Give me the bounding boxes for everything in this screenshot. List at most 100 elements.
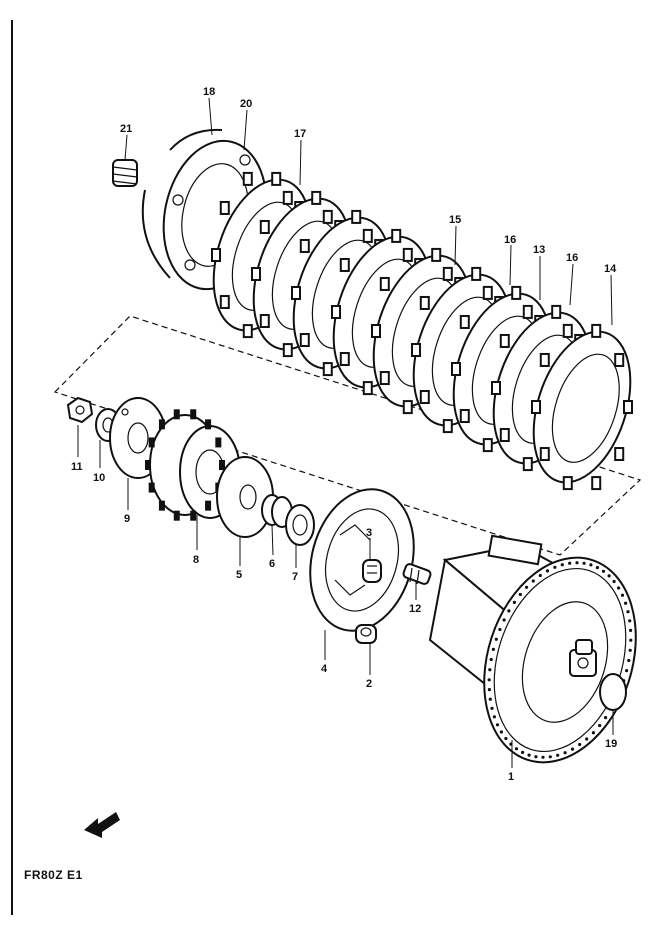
plate-tab: [251, 267, 261, 281]
part-12-pin: [402, 563, 432, 585]
gear-tooth: [591, 731, 596, 735]
part-5-washer: [216, 456, 274, 538]
label-15: 15: [449, 214, 461, 226]
label-12: 12: [409, 603, 421, 615]
gear-tooth: [595, 566, 600, 570]
plate-tab: [539, 447, 550, 462]
label-4: 4: [321, 663, 328, 675]
plate-tab: [499, 333, 510, 348]
hub-tooth: [219, 460, 225, 470]
part-labels: 18 20 17 21 15 16 13 16 14 11 10 9 8 5 6…: [71, 86, 617, 783]
gear-tooth: [553, 565, 557, 569]
plate-tab: [322, 362, 333, 377]
diagram-code: FR80Z E1: [24, 868, 83, 882]
gear-tooth: [538, 573, 542, 578]
plate-tab: [339, 352, 350, 367]
gear-tooth: [563, 751, 567, 755]
plate-tab: [562, 476, 573, 491]
plate-tab: [522, 457, 533, 472]
label-21: 21: [120, 123, 132, 135]
gear-tooth: [514, 747, 519, 751]
plate-tab: [362, 228, 373, 243]
gear-tooth: [601, 569, 606, 573]
hub-tooth: [190, 510, 197, 521]
gear-tooth: [568, 561, 572, 565]
gear-tooth: [512, 600, 517, 605]
hub-tooth: [190, 409, 197, 420]
plate-tab: [442, 419, 453, 434]
gear-tooth: [629, 638, 633, 642]
gear-tooth: [527, 753, 531, 757]
hub-tooth: [158, 419, 165, 430]
plate-tab: [499, 428, 510, 443]
plate-tab: [271, 171, 282, 186]
gear-tooth: [525, 585, 529, 589]
part-21-spring: [112, 159, 138, 187]
gear-tooth: [589, 563, 593, 567]
plate-tab: [411, 343, 421, 357]
part-3-damper: [362, 559, 382, 583]
label-19: 19: [605, 738, 617, 750]
plate-tab: [379, 276, 390, 291]
plate-tab: [219, 200, 230, 215]
plate-tab: [562, 323, 573, 338]
label-2: 2: [366, 678, 372, 690]
gear-tooth: [499, 730, 503, 734]
gear-tooth: [545, 569, 550, 573]
plate-tab: [591, 476, 602, 491]
gear-tooth: [575, 561, 579, 565]
plate-tab: [351, 209, 362, 224]
plate-tab: [339, 257, 350, 272]
plate-group-outline: [53, 315, 642, 556]
plate-tab: [442, 266, 453, 281]
label-7: 7: [292, 571, 298, 583]
gear-tooth: [488, 668, 492, 672]
plate-tab: [591, 323, 602, 338]
gear-tooth: [625, 669, 629, 673]
hub-tooth: [173, 510, 180, 521]
gear-tooth: [629, 628, 633, 633]
plate-tab: [259, 314, 270, 329]
plate-tab: [299, 333, 310, 348]
gear-tooth: [626, 610, 630, 614]
gear-tooth: [490, 706, 494, 710]
part-2-rubber: [355, 624, 377, 644]
label-1: 1: [508, 771, 514, 783]
gear-tooth: [548, 755, 552, 759]
plate-tab: [511, 285, 522, 300]
plate-tab: [242, 324, 253, 339]
plate-tab: [419, 295, 430, 310]
plate-tab: [311, 190, 322, 205]
plate-tab: [482, 285, 493, 300]
hub-tooth: [158, 500, 165, 511]
clutch-plate: [531, 323, 633, 491]
plate-tab: [282, 190, 293, 205]
gear-tooth: [489, 657, 493, 662]
gear-tooth: [487, 688, 491, 692]
label-11: 11: [71, 461, 83, 473]
gear-tooth: [492, 715, 496, 719]
plate-tab: [362, 381, 373, 396]
part-7-washer: [285, 504, 315, 546]
gear-tooth: [502, 618, 506, 622]
clutch-plate-stack: [211, 171, 633, 491]
plate-tab: [402, 400, 413, 415]
plate-tab: [531, 400, 541, 414]
part-1-clutch-housing: [428, 534, 637, 764]
plate-tab: [211, 248, 221, 262]
plate-tab: [522, 304, 533, 319]
plate-tab: [471, 266, 482, 281]
hub-tooth: [148, 482, 155, 493]
plate-tab: [242, 171, 253, 186]
gear-tooth: [521, 750, 525, 755]
plate-tab: [219, 295, 230, 310]
front-arrow-icon: [84, 812, 120, 838]
part-8-sleeve-hub: [145, 409, 241, 521]
gear-tooth: [541, 755, 545, 759]
gear-tooth: [627, 658, 631, 663]
gear-tooth: [556, 753, 560, 757]
gear-tooth: [531, 579, 535, 583]
plate-tab: [431, 247, 442, 262]
gear-tooth: [598, 723, 602, 728]
